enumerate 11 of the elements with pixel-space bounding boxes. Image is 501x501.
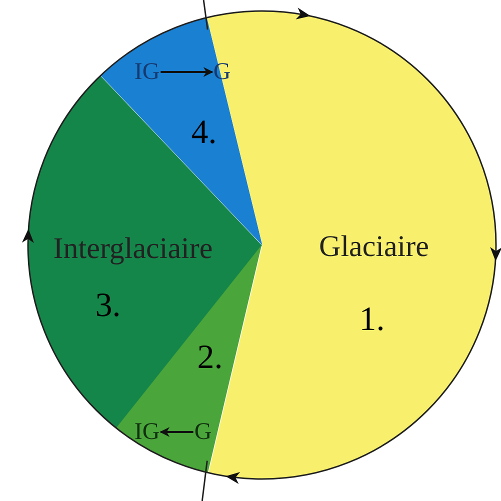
arrow <box>160 66 214 77</box>
transition-label: IG <box>134 60 160 84</box>
sector-number: 2. <box>197 341 223 375</box>
transition-label: G <box>194 420 212 444</box>
sector-number: 3. <box>95 288 121 323</box>
arrow <box>160 427 194 437</box>
transition-label: IG <box>134 420 160 444</box>
sector-number: 4. <box>191 116 217 150</box>
sector-label: Interglaciaire <box>53 234 213 264</box>
sector-label: Glaciaire <box>319 232 429 262</box>
sector-number: 1. <box>359 302 385 337</box>
